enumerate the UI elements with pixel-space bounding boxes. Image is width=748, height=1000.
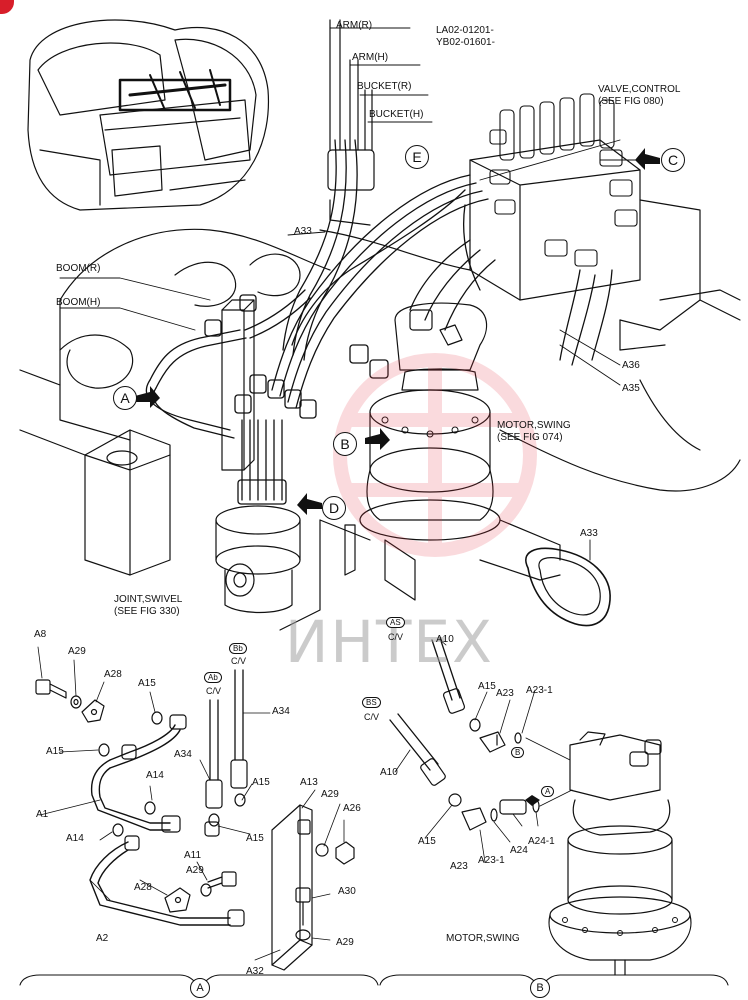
port-tag-bb: Bb: [229, 643, 247, 654]
port-tag-small-a: A: [541, 786, 555, 797]
part-label-a29-2: A29: [186, 865, 204, 876]
part-label-a10-2: A10: [380, 767, 398, 778]
part-label-a15-6: A15: [418, 836, 436, 847]
part-label-a29-1: A29: [68, 646, 86, 657]
callout-motor-swing-ref: (SEE FIG 074): [497, 432, 563, 443]
part-label-a11: A11: [184, 850, 202, 861]
part-label-a36: A36: [622, 360, 640, 371]
watermark-emblem: [333, 353, 537, 557]
part-label-a15-2: A15: [46, 746, 64, 757]
part-label-a23-1-dash: A23-1: [526, 685, 553, 696]
port-tag-bs-cv: C/V: [364, 712, 380, 722]
callout-motor-swing: MOTOR,SWING: [497, 420, 571, 431]
arrow-port-a: [525, 795, 540, 806]
view-marker-b: B: [333, 432, 357, 456]
arrow-d: [297, 493, 322, 515]
callout-valve-control-ref: (SEE FIG 080): [598, 96, 664, 107]
port-tag-bb-cv: C/V: [231, 656, 247, 666]
part-label-a15-5: A15: [478, 681, 496, 692]
part-label-a35: A35: [622, 383, 640, 394]
main-assembly-drawing: [19, 19, 741, 631]
detail-b-drawing: [389, 637, 692, 976]
callout-joint-swivel: JOINT,SWIVEL: [114, 594, 183, 605]
part-label-a14-1: A14: [146, 770, 164, 781]
part-label-a15-3: A15: [252, 777, 270, 788]
callout-arm-r: ARM(R): [336, 20, 373, 31]
part-label-a28-1: A28: [104, 669, 122, 680]
part-label-a29-3: A29: [321, 789, 339, 800]
part-label-a24: A24: [510, 845, 528, 856]
part-label-a34-2: A34: [272, 706, 290, 717]
detail-a-drawing: [35, 646, 355, 971]
part-label-a33-top: A33: [294, 226, 312, 237]
port-tag-as-cv: C/V: [388, 632, 404, 642]
part-label-a32: A32: [246, 966, 264, 977]
detail-marker-b: B: [530, 978, 550, 998]
callout-joint-swivel-ref: (SEE FIG 330): [114, 606, 180, 617]
port-tag-bs: BS: [362, 697, 381, 708]
serial-line-2: YB02-01601-: [436, 37, 495, 48]
port-tag-small-b: B: [511, 747, 525, 758]
part-label-a1: A1: [36, 809, 49, 820]
part-label-a34-1: A34: [174, 749, 192, 760]
arrow-b: [365, 428, 390, 450]
part-label-a8: A8: [34, 629, 47, 640]
part-label-a10-1: A10: [436, 634, 454, 645]
callout-boom-r: BOOM(R): [56, 263, 101, 274]
part-label-a30: A30: [338, 886, 356, 897]
arrow-a: [135, 386, 160, 408]
part-label-a13: A13: [300, 777, 318, 788]
port-tag-ab: Ab: [204, 672, 222, 683]
part-label-a26: A26: [343, 803, 361, 814]
part-label-a15-1: A15: [138, 678, 156, 689]
part-label-a24-1: A24-1: [528, 836, 555, 847]
port-tag-as: AS: [386, 617, 405, 628]
view-marker-c: C: [661, 148, 685, 172]
callout-bucket-r: BUCKET(R): [357, 81, 412, 92]
part-label-a15-4: A15: [246, 833, 264, 844]
callout-bucket-h: BUCKET(H): [369, 109, 424, 120]
callout-boom-h: BOOM(H): [56, 297, 101, 308]
part-label-a23-2: A23: [450, 861, 468, 872]
part-label-a2: A2: [96, 933, 109, 944]
view-marker-e: E: [405, 145, 429, 169]
view-marker-a: A: [113, 386, 137, 410]
part-label-a23-1-dash-2: A23-1: [478, 855, 505, 866]
callout-motor-swing-bottom: MOTOR,SWING: [446, 933, 520, 944]
detail-b-bracket: [379, 974, 729, 988]
part-label-a28-2: A28: [134, 882, 152, 893]
part-label-a29-4: A29: [336, 937, 354, 948]
excavator-inset-drawing: [27, 19, 270, 211]
serial-line-1: LA02-01201-: [436, 25, 494, 36]
port-tag-ab-cv: C/V: [206, 686, 222, 696]
part-label-a23-1: A23: [496, 688, 514, 699]
detail-marker-a: A: [190, 978, 210, 998]
callout-arm-h: ARM(H): [352, 52, 389, 63]
callout-valve-control: VALVE,CONTROL: [598, 84, 681, 95]
view-marker-d: D: [322, 496, 346, 520]
part-label-a14-2: A14: [66, 833, 84, 844]
part-label-a33-ring: A33: [580, 528, 598, 539]
arrow-c: [635, 148, 660, 170]
